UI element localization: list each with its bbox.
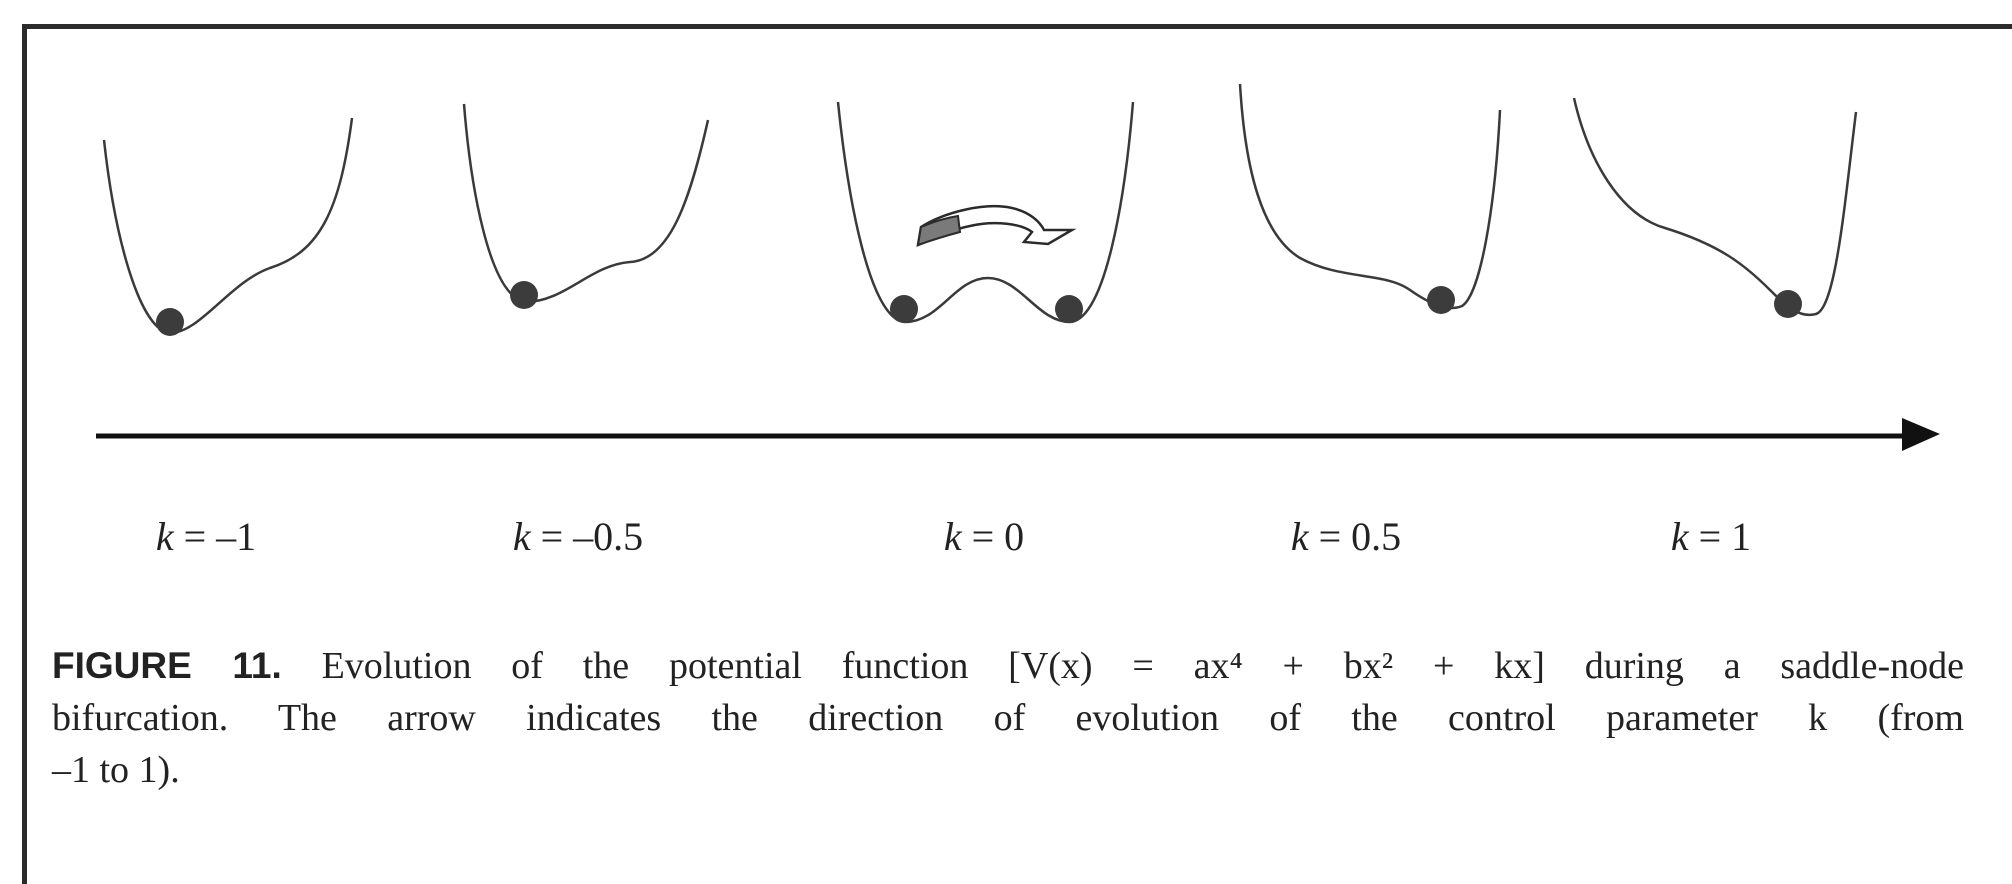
curved-arrow-icon — [916, 204, 1077, 248]
potential-curve-k-1 — [1572, 97, 1858, 317]
ball-k-neg05 — [510, 281, 538, 309]
figure-frame — [22, 24, 2012, 884]
ball-k-neg1 — [156, 308, 184, 336]
k-label-0: k = 0 — [943, 514, 1025, 559]
potential-curve-k-neg05 — [462, 103, 710, 304]
ball-k-0-left — [890, 295, 918, 323]
caption-text-1: Evolution of the potential function [V(x… — [281, 645, 1964, 687]
caption-line-1: FIGURE 11. Evolution of the potential fu… — [52, 640, 1964, 692]
k-label-neg05: k = –0.5 — [512, 514, 644, 559]
k-label-1: k = 1 — [1670, 514, 1752, 559]
caption-line-3: –1 to 1). — [52, 749, 180, 791]
ball-k-05 — [1427, 286, 1455, 314]
ball-k-1 — [1774, 290, 1802, 318]
caption-line-2: bifurcation. The arrow indicates the dir… — [52, 697, 1964, 739]
potential-curve-k-neg1 — [102, 117, 354, 335]
caption-lead: FIGURE 11. — [52, 645, 282, 686]
arrow-right-icon — [96, 418, 1940, 451]
potential-curve-k-05 — [1238, 83, 1502, 310]
k-label-neg1: k = –1 — [155, 514, 257, 559]
figure-caption: FIGURE 11. Evolution of the potential fu… — [52, 640, 1964, 796]
ball-k-0-right — [1055, 295, 1083, 323]
k-label-05: k = 0.5 — [1290, 514, 1402, 559]
figure: k = –1 k = –0.5 k = 0 k = 0.5 k = 1 FIGU… — [22, 24, 2012, 884]
figure-drawing — [96, 83, 1940, 451]
potential-curve-k-0 — [836, 101, 1135, 324]
